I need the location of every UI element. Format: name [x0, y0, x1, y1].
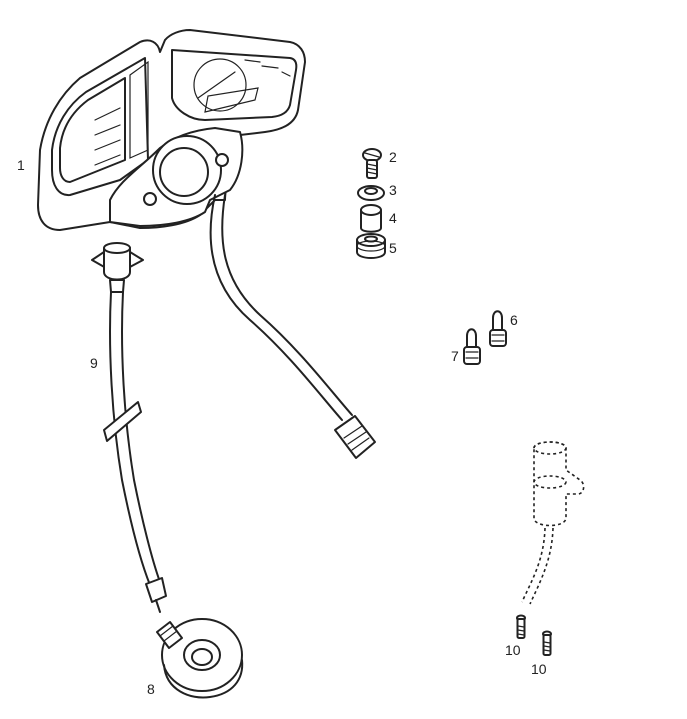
callout-8: 8 — [147, 681, 155, 697]
wiring-harness — [209, 194, 376, 459]
sensor-dashed-outline — [521, 441, 585, 605]
bolt-part-10a[interactable] — [516, 614, 526, 639]
callout-7: 7 — [451, 348, 459, 364]
callout-1: 1 — [17, 157, 25, 173]
bolt-part-10b[interactable] — [542, 630, 552, 656]
grommet-part[interactable] — [356, 233, 386, 259]
callout-10b: 10 — [531, 661, 547, 677]
callout-4: 4 — [389, 210, 397, 226]
instrument-cluster-part[interactable] — [37, 29, 306, 231]
callout-10a: 10 — [505, 642, 521, 658]
callout-2: 2 — [389, 149, 397, 165]
spacer-part[interactable] — [360, 204, 382, 233]
callout-6: 6 — [510, 312, 518, 328]
speedometer-cable-part[interactable] — [91, 242, 167, 613]
bulb-part-6[interactable] — [489, 310, 507, 347]
screw-part[interactable] — [362, 148, 382, 179]
callout-5: 5 — [389, 240, 397, 256]
callout-3: 3 — [389, 182, 397, 198]
callout-9: 9 — [90, 355, 98, 371]
drive-gear-part[interactable] — [156, 618, 244, 699]
bulb-part-7[interactable] — [463, 328, 481, 365]
washer-part[interactable] — [357, 185, 385, 201]
